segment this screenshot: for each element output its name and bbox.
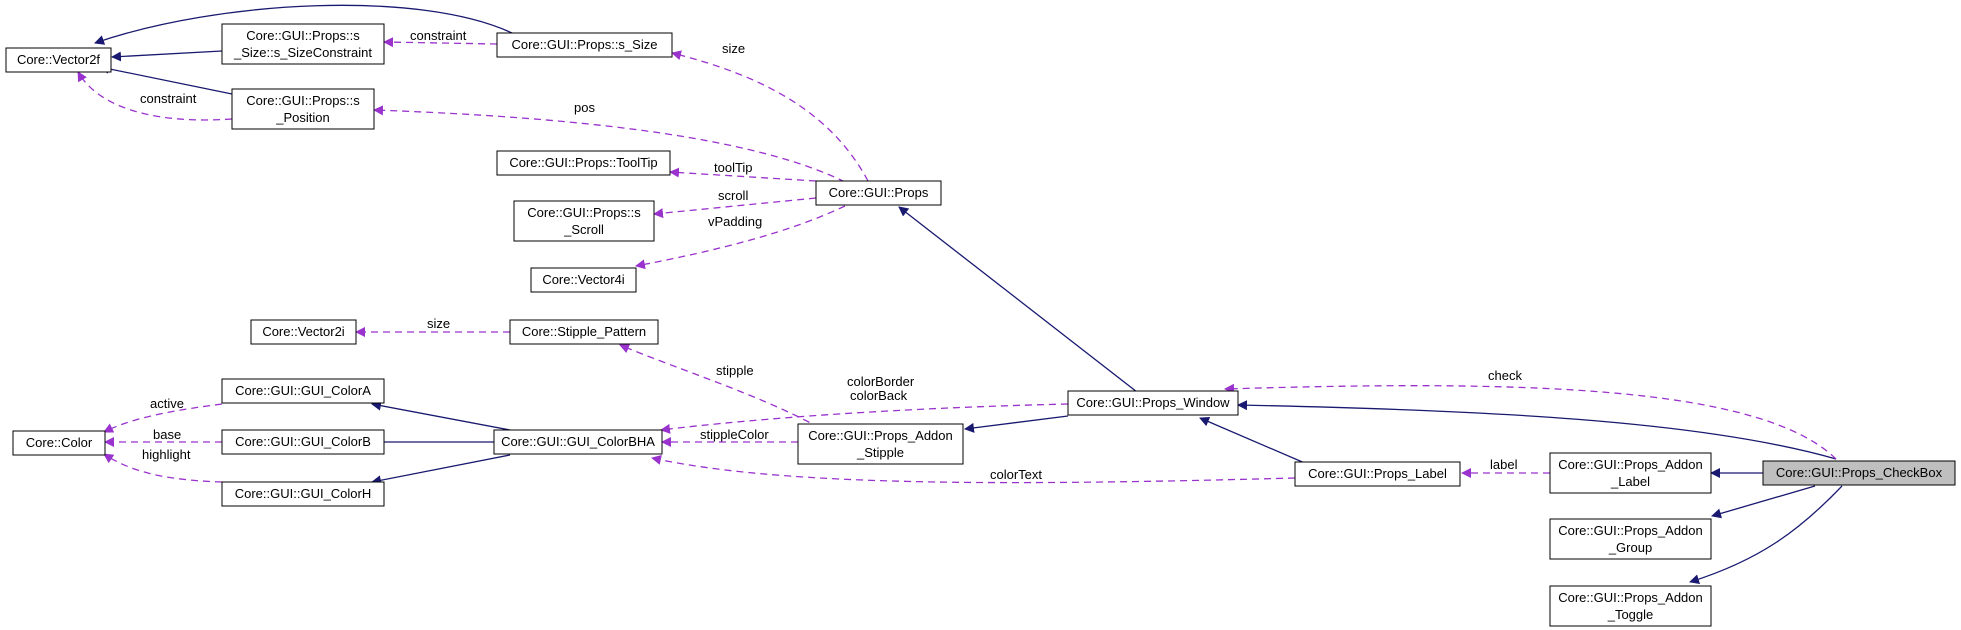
node-label: Core::Vector2f (17, 52, 100, 67)
node-core-gui-props-s-size-constraint[interactable]: Core::GUI::Props::s _Size::s_SizeConstra… (221, 23, 385, 65)
edge-label-base: base (153, 427, 181, 442)
node-label-line1: Core::GUI::Props_Addon (1558, 590, 1703, 605)
edge-props-window-to-props (898, 206, 1138, 393)
edge-label-constraint-position: constraint (140, 91, 197, 106)
edge-label-color-back: colorBack (850, 388, 908, 403)
edge-label-size: size (722, 41, 745, 56)
node-core-gui-gui-color-bha[interactable]: Core::GUI::GUI_ColorBHA (493, 429, 663, 455)
node-label-line1: Core::GUI::Props::s (246, 93, 360, 108)
edge-pos (373, 105, 846, 183)
edge-size (671, 50, 869, 182)
edge-props-window-to-props-addon-stipple (964, 415, 1069, 433)
node-label: Core::Stipple_Pattern (522, 324, 646, 339)
node-core-gui-gui-color-h[interactable]: Core::GUI::GUI_ColorH (221, 481, 385, 507)
edge-label-label: label (1490, 457, 1518, 472)
edge-label-highlight: highlight (142, 447, 191, 462)
node-label: Core::GUI::GUI_ColorBHA (501, 434, 655, 449)
edge-label-active: active (150, 396, 184, 411)
edge-label-constraint-size: constraint (410, 28, 467, 43)
node-label: Core::GUI::Props_Label (1308, 466, 1447, 481)
node-core-gui-props-window[interactable]: Core::GUI::Props_Window (1067, 390, 1239, 416)
edge-active (103, 403, 223, 433)
node-label-line2: _Position (275, 110, 329, 125)
node-label-line1: Core::GUI::Props_Addon (808, 428, 953, 443)
node-core-gui-props-s-scroll[interactable]: Core::GUI::Props::s _Scroll (513, 200, 655, 242)
node-core-gui-gui-color-a[interactable]: Core::GUI::GUI_ColorA (221, 378, 385, 404)
node-label-line2: _Scroll (563, 222, 604, 237)
node-label-line1: Core::GUI::Props_Addon (1558, 457, 1703, 472)
edge-label-color-text: colorText (990, 467, 1042, 482)
node-core-color[interactable]: Core::Color (12, 430, 106, 456)
node-core-stipple-pattern[interactable]: Core::Stipple_Pattern (509, 319, 659, 345)
node-label-line1: Core::GUI::Props::s (527, 205, 641, 220)
edge-vpadding (635, 205, 846, 270)
node-core-gui-props-tooltip[interactable]: Core::GUI::Props::ToolTip (496, 150, 671, 176)
node-core-gui-props-addon-stipple[interactable]: Core::GUI::Props_Addon _Stipple (797, 423, 964, 465)
edge-constraint-position (77, 71, 233, 121)
node-core-vector2f[interactable]: Core::Vector2f (5, 47, 112, 73)
node-core-gui-props-checkbox[interactable]: Core::GUI::Props_CheckBox (1762, 460, 1956, 486)
edge-label-size-vector2i: size (427, 316, 450, 331)
edge-s-size-constraint-to-vector2f (111, 50, 223, 62)
node-core-gui-props-addon-group[interactable]: Core::GUI::Props_Addon _Group (1549, 518, 1712, 560)
node-label: Core::GUI::GUI_ColorH (235, 486, 372, 501)
node-label: Core::GUI::Props_CheckBox (1776, 465, 1943, 480)
edge-gui-color-bha-to-gui-color-a (371, 400, 511, 431)
node-core-gui-gui-color-b[interactable]: Core::GUI::GUI_ColorB (221, 429, 385, 455)
node-label: Core::GUI::GUI_ColorA (235, 383, 371, 398)
edge-label-vpadding: vPadding (708, 214, 762, 229)
edge-label-tooltip: toolTip (714, 160, 753, 175)
edge-s-size-to-vector2f (94, 4, 513, 45)
edge-tooltip (669, 167, 817, 182)
node-label: Core::GUI::Props_Window (1076, 395, 1230, 410)
node-core-vector2i[interactable]: Core::Vector2i (250, 319, 357, 345)
edge-label-scroll: scroll (718, 188, 748, 203)
edge-props-checkbox-to-props-addon-toggle (1689, 485, 1843, 585)
node-core-gui-props-s-position[interactable]: Core::GUI::Props::s _Position (231, 88, 375, 130)
edge-props-checkbox-to-props-window (1237, 400, 1837, 460)
node-core-gui-props-addon-label[interactable]: Core::GUI::Props_Addon _Label (1549, 452, 1712, 494)
node-core-gui-props-s-size[interactable]: Core::GUI::Props::s_Size (496, 32, 673, 58)
node-core-gui-props-addon-toggle[interactable]: Core::GUI::Props_Addon _Toggle (1549, 585, 1712, 627)
edge-label-color-border: colorBorder (847, 374, 915, 389)
node-core-vector4i[interactable]: Core::Vector4i (530, 267, 637, 293)
node-core-gui-props-label[interactable]: Core::GUI::Props_Label (1294, 461, 1461, 487)
edge-scroll (653, 197, 817, 219)
edge-props-checkbox-to-props-addon-group (1711, 485, 1816, 519)
edge-stipple (619, 343, 821, 429)
edge-label-stipple-color: stippleColor (700, 427, 769, 442)
edge-constraint-size (383, 37, 498, 48)
edge-label-pos: pos (574, 100, 595, 115)
node-label: Core::GUI::Props::ToolTip (509, 155, 657, 170)
edge-highlight (103, 453, 223, 483)
node-label-line1: Core::GUI::Props::s (246, 28, 360, 43)
node-label: Core::Vector4i (542, 272, 624, 287)
node-label-line2: _Group (1608, 540, 1652, 555)
node-label: Core::GUI::Props::s_Size (512, 37, 658, 52)
node-label-line2: _Stipple (856, 445, 904, 460)
node-label-line2: _Toggle (1607, 607, 1654, 622)
node-label: Core::Color (26, 435, 93, 450)
edge-color-text (651, 455, 1296, 484)
node-label: Core::GUI::Props (829, 185, 929, 200)
edge-check (1224, 383, 1837, 460)
edge-color-border-back (660, 403, 1069, 434)
edge-props-label-to-props-window (1199, 416, 1308, 465)
edge-s-position-to-vector2f (99, 63, 233, 95)
edge-label-check: check (1488, 368, 1522, 383)
node-label-line1: Core::GUI::Props_Addon (1558, 523, 1703, 538)
node-label: Core::Vector2i (262, 324, 344, 339)
node-label-line2: _Label (1610, 474, 1650, 489)
node-core-gui-props[interactable]: Core::GUI::Props (815, 180, 942, 206)
edge-gui-color-bha-to-gui-color-h (371, 454, 511, 486)
edge-label-stipple: stipple (716, 363, 754, 378)
node-label: Core::GUI::GUI_ColorB (235, 434, 371, 449)
node-label-line2: _Size::s_SizeConstraint (233, 45, 372, 60)
